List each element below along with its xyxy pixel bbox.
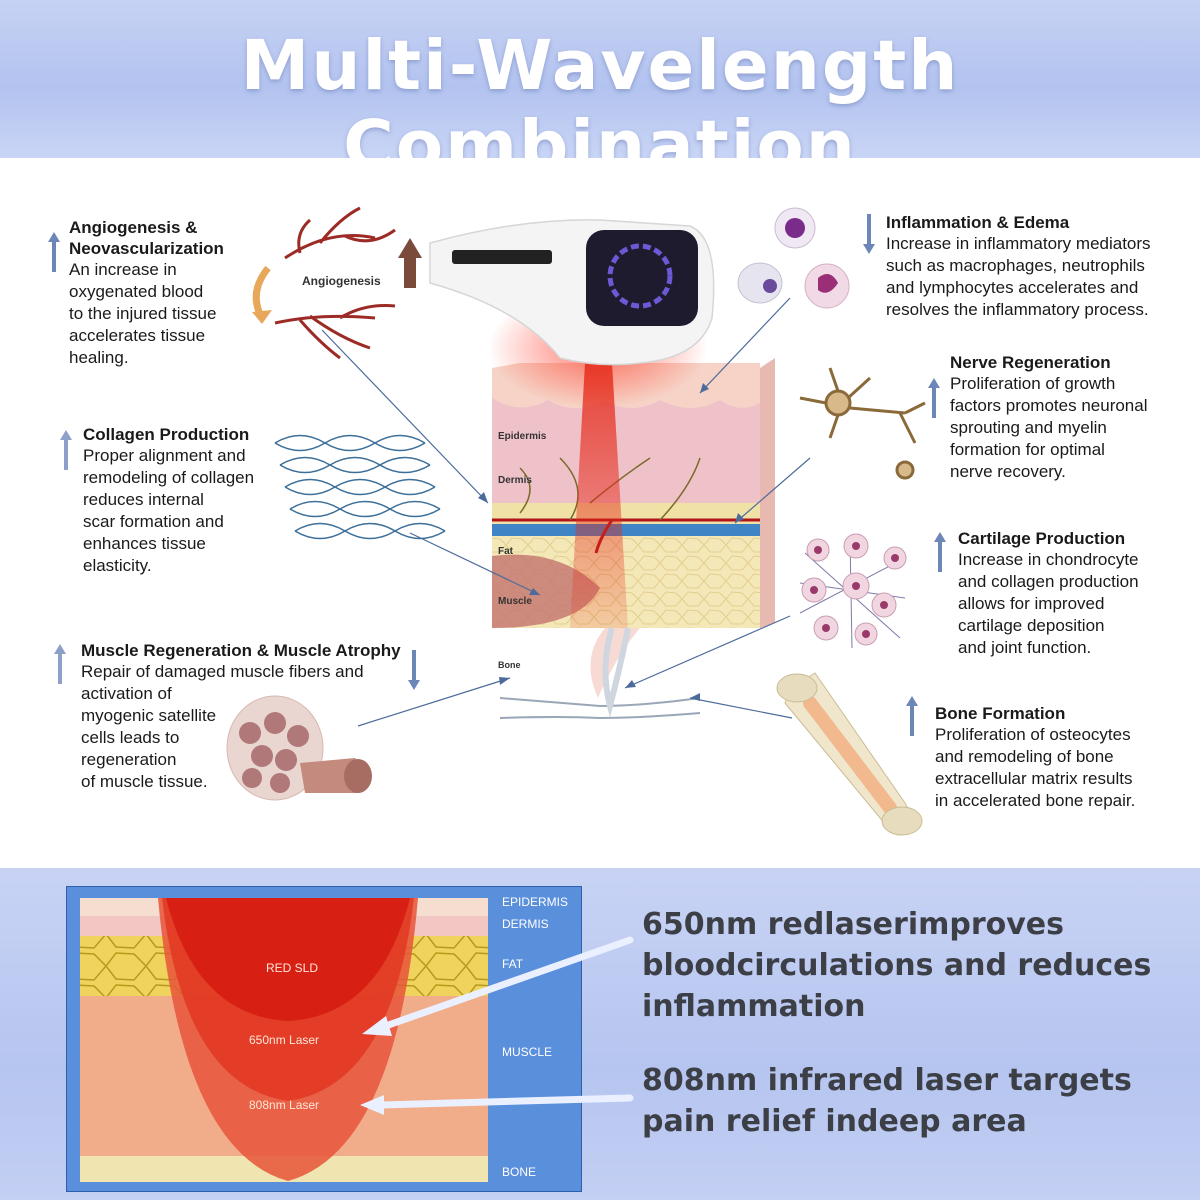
collagen-illustration <box>274 434 446 540</box>
label-fat: Fat <box>498 546 513 557</box>
laser-650-label: 650nm Laser <box>249 1033 319 1047</box>
inflammation-block: Inflammation & Edema Increase in inflamm… <box>886 212 1186 321</box>
up-arrow-icon <box>934 532 946 572</box>
wavelength-section: RED SLD 650nm Laser 808nm Laser EPIDERMI… <box>0 868 1200 1200</box>
collagen-desc: Proper alignment and remodeling of colla… <box>83 446 255 575</box>
inflammation-desc: Increase in inflammatory mediators such … <box>886 234 1151 319</box>
callout-arrows <box>360 936 634 1115</box>
label-dermis: Dermis <box>498 475 532 486</box>
label-epidermis: Epidermis <box>498 431 547 442</box>
main-infographic: Epidermis Dermis Fat Muscle Bone Angioge… <box>0 158 1200 868</box>
cartilage-desc: Increase in chondrocyte and collagen pro… <box>958 550 1139 657</box>
collagen-block: Collagen Production Proper alignment and… <box>83 424 293 577</box>
beam-red-sld <box>166 898 410 1021</box>
cartilage-block: Cartilage Production Increase in chondro… <box>958 528 1188 659</box>
bone-block: Bone Formation Proliferation of osteocyt… <box>935 703 1190 812</box>
up-arrow-icon <box>60 430 72 470</box>
red-sld-label: RED SLD <box>266 961 318 975</box>
laser-device <box>429 219 715 366</box>
muscle-block: Muscle Regeneration & Muscle Atrophy Rep… <box>81 640 411 793</box>
nerve-block: Nerve Regeneration Proliferation of grow… <box>950 352 1190 483</box>
skin-block <box>492 358 775 628</box>
muscle-desc: Repair of damaged muscle fibers and acti… <box>81 662 364 791</box>
label-bone: Bone <box>498 660 521 670</box>
angiogenesis-desc: An increase in oxygenated blood to the i… <box>69 260 217 367</box>
label-angiogenesis: Angiogenesis <box>302 274 381 288</box>
bone-illustration <box>776 672 923 836</box>
angiogenesis-block: Angiogenesis & Neovascularization An inc… <box>69 217 269 369</box>
down-arrow-icon <box>408 650 420 690</box>
up-arrow-icon <box>928 378 940 418</box>
up-arrow-icon <box>48 232 60 272</box>
collagen-title: Collagen Production <box>83 425 250 444</box>
skin-illustration <box>226 206 926 836</box>
muscle-title: Muscle Regeneration & Muscle Atrophy <box>81 641 401 660</box>
nerve-desc: Proliferation of growth factors promotes… <box>950 374 1148 481</box>
angiogenesis-illustration <box>252 206 422 360</box>
label-muscle: Muscle <box>498 596 532 607</box>
muscle-illustration <box>226 695 372 801</box>
layer-dermis: DERMIS <box>502 917 549 931</box>
bone-title: Bone Formation <box>935 704 1066 723</box>
layer-epidermis: EPIDERMIS <box>502 895 568 909</box>
layer-fat: FAT <box>502 957 524 971</box>
cartilage-title: Cartilage Production <box>958 529 1126 548</box>
layer-bone: BONE <box>502 1165 536 1179</box>
text-650nm: 650nm redlaserimproves bloodcirculations… <box>642 907 1152 1024</box>
neuron-illustration <box>799 367 926 480</box>
angiogenesis-title: Angiogenesis & Neovascularization <box>69 218 224 258</box>
down-arrow-icon <box>863 214 875 254</box>
immune-cells-illustration <box>737 207 850 309</box>
penetration-diagram: RED SLD 650nm Laser 808nm Laser EPIDERMI… <box>66 886 582 1192</box>
page-title: Multi-Wavelength Combination <box>240 26 960 186</box>
up-arrow-icon <box>906 696 918 736</box>
joint-bone <box>499 697 701 720</box>
bone-desc: Proliferation of osteocytes and remodeli… <box>935 725 1136 810</box>
laser-808-label: 808nm Laser <box>249 1098 319 1112</box>
layer-muscle: MUSCLE <box>502 1045 552 1059</box>
laser-beam <box>570 363 628 628</box>
up-arrow-icon <box>54 644 66 684</box>
title-banner: Multi-Wavelength Combination <box>0 0 1200 186</box>
nerve-title: Nerve Regeneration <box>950 353 1111 372</box>
chondrocytes-illustration <box>799 533 907 649</box>
pointer-lines <box>321 297 811 727</box>
pointer-heads <box>478 383 744 701</box>
text-808nm: 808nm infrared laser targets pain relief… <box>642 1063 1132 1139</box>
inflammation-title: Inflammation & Edema <box>886 213 1070 232</box>
